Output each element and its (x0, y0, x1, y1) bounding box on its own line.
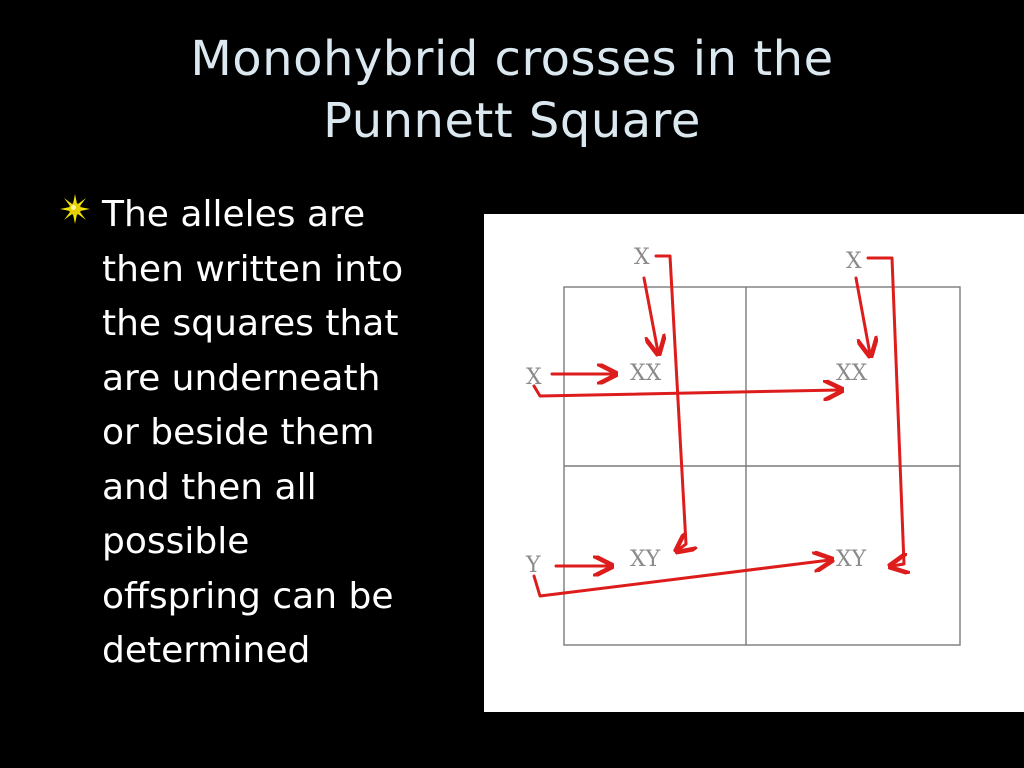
side-allele-1: X (526, 365, 542, 390)
punnett-square-diagram: X X X Y XX XX XY XY (484, 214, 1024, 712)
slide-title-line-2: Punnett Square (323, 93, 701, 149)
slide-title: Monohybrid crosses in the Punnett Square (60, 28, 964, 152)
arrow-top-right-down (854, 276, 870, 354)
side-allele-2: Y (525, 553, 541, 578)
bullet-text: The alleles are then written into the sq… (102, 194, 404, 671)
cell-bottom-left: XY (630, 547, 661, 572)
arrow-top-left-down (642, 276, 658, 352)
arrow-side-y-to-right-cell (532, 560, 830, 598)
top-allele-2: X (846, 249, 862, 274)
sunburst-bullet-icon (60, 194, 90, 224)
arrow-side-x-to-right-cell (532, 386, 840, 396)
punnett-grid (563, 286, 961, 646)
cell-top-right: XX (836, 361, 868, 386)
arrows (532, 254, 904, 598)
punnett-square-svg: X X X Y XX XX XY XY (525, 245, 961, 646)
slide-title-line-1: Monohybrid crosses in the (190, 31, 834, 87)
cell-top-left: XX (630, 361, 662, 386)
arrow-top-right-to-bottom (866, 256, 904, 566)
arrow-top-left-to-bottom (654, 254, 686, 550)
cell-bottom-right: XY (836, 547, 867, 572)
top-allele-1: X (634, 245, 650, 270)
